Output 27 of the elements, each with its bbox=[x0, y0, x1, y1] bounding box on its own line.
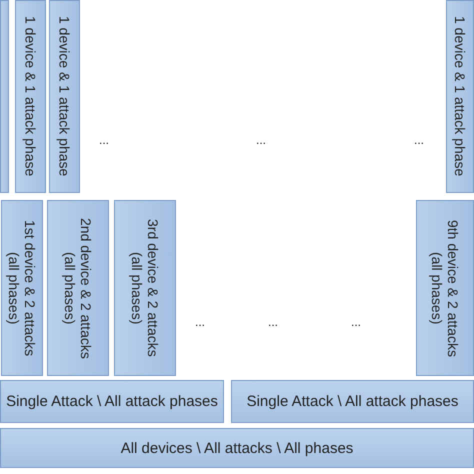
ellipsis-text: ... bbox=[351, 315, 362, 329]
box-label: 2nd device & 2 attacks (all phases) bbox=[62, 216, 94, 360]
ellipsis-text: ... bbox=[99, 133, 110, 147]
vertical-box bbox=[416, 200, 474, 376]
ellipsis-text: ... bbox=[268, 315, 278, 329]
horizontal-bar bbox=[231, 380, 474, 423]
box-label: 1 device & 1 attack phase bbox=[22, 16, 38, 177]
ellipsis-text: ... bbox=[195, 315, 206, 329]
vertical-box bbox=[49, 0, 80, 193]
vertical-box bbox=[446, 0, 474, 193]
empty-box bbox=[0, 0, 9, 193]
vertical-box bbox=[15, 0, 46, 193]
box-label: 1st device & 2 attacks (all phases) bbox=[6, 218, 38, 358]
ellipsis-text: ... bbox=[414, 133, 424, 147]
vertical-box bbox=[47, 200, 109, 376]
horizontal-bar bbox=[0, 428, 474, 468]
horizontal-bar bbox=[0, 380, 224, 423]
box-label: 1 device & 1 attack phase bbox=[452, 16, 468, 177]
box-label: All devices \ All attacks \ All phases bbox=[120, 440, 354, 456]
ellipsis-text: ... bbox=[256, 133, 266, 147]
box-label: Single Attack \ All attack phases bbox=[246, 394, 458, 409]
box-label: 9th device & 2 attacks (all phases) bbox=[429, 218, 461, 358]
box-label: 1 device & 1 attack phase bbox=[56, 16, 72, 177]
box-label: 3rd device & 2 attacks (all phases) bbox=[129, 218, 161, 359]
vertical-box bbox=[114, 200, 176, 376]
box-label: Single Attack \ All attack phases bbox=[6, 394, 218, 409]
vertical-box bbox=[1, 200, 43, 376]
